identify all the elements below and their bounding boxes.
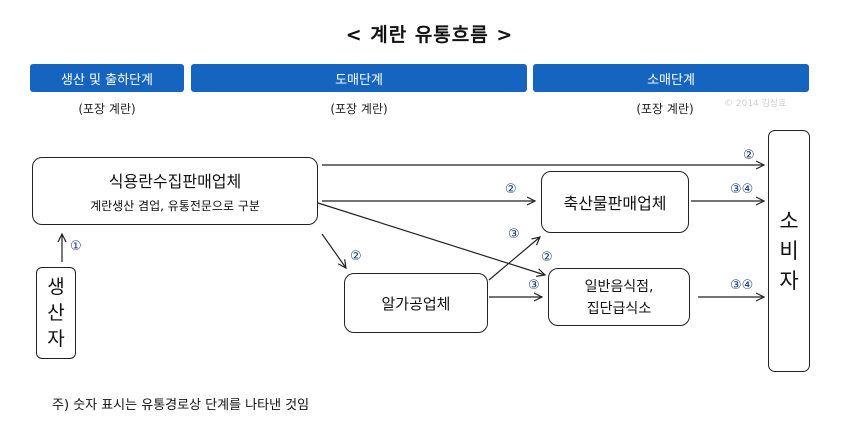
step-label-2-processor: ② [350,249,362,264]
step-label-2-store: ② [505,182,517,197]
step-label-34-store: ③④ [730,182,753,197]
copyright-watermark: © 2014 김상효 [724,99,787,109]
package-note-wholesale: (포장 계란) [330,102,388,116]
node-producer-char-3: 자 [47,328,65,350]
node-producer-char-1: 생 [47,276,65,298]
node-consumer-char-3: 자 [779,269,799,293]
stage-label-production: 생산 및 출하단계 [61,72,153,88]
node-producer-char-2: 산 [47,302,65,324]
step-label-3-store: ③ [508,227,520,242]
package-note-retail: (포장 계란) [636,102,694,116]
node-wholesaler-sub: 계란생산 겸업, 유통전문으로 구분 [90,199,260,213]
node-consumer-char-1: 소 [779,209,799,233]
node-wholesaler-name: 식용란수집판매업체 [108,172,242,191]
step-label-3-restaurant: ③ [528,278,540,293]
node-restaurant: 일반음식점, 집단급식소 [548,268,690,326]
step-label-2-restaurant: ② [541,250,553,265]
node-consumer: 소 비 자 [768,130,810,372]
node-livestock-store: 축산물판매업체 [541,171,689,233]
stage-bar-production: 생산 및 출하단계 [30,64,184,92]
package-note-production: (포장 계란) [78,102,136,116]
stage-label-wholesale: 도매단계 [335,72,383,88]
step-label-34-restaurant: ③④ [730,278,753,293]
node-livestock-store-name: 축산물판매업체 [563,194,667,213]
step-label-2-consumer: ② [743,148,755,163]
arrow-wholesaler-to-restaurant [317,202,545,275]
footnote: 주) 숫자 표시는 유통경로상 단계를 나타낸 것임 [52,398,310,413]
node-processor: 알가공업체 [344,273,488,333]
node-consumer-char-2: 비 [779,239,799,263]
diagram-title: < 계란 유통흐름 > [345,24,514,46]
step-label-1: ① [70,239,82,254]
node-restaurant-line1: 일반음식점, [584,279,654,295]
arrow-wholesaler-to-processor [321,233,346,268]
node-wholesaler: 식용란수집판매업체 계란생산 겸업, 유통전문으로 구분 [32,157,318,225]
stage-label-retail: 소매단계 [647,72,695,88]
stage-bar-wholesale: 도매단계 [191,64,527,92]
node-processor-name: 알가공업체 [381,294,451,313]
stage-bar-retail: 소매단계 [533,64,809,92]
node-producer: 생 산 자 [36,267,76,359]
arrow-processor-to-store [488,237,540,281]
node-restaurant-line2: 집단급식소 [586,301,652,317]
